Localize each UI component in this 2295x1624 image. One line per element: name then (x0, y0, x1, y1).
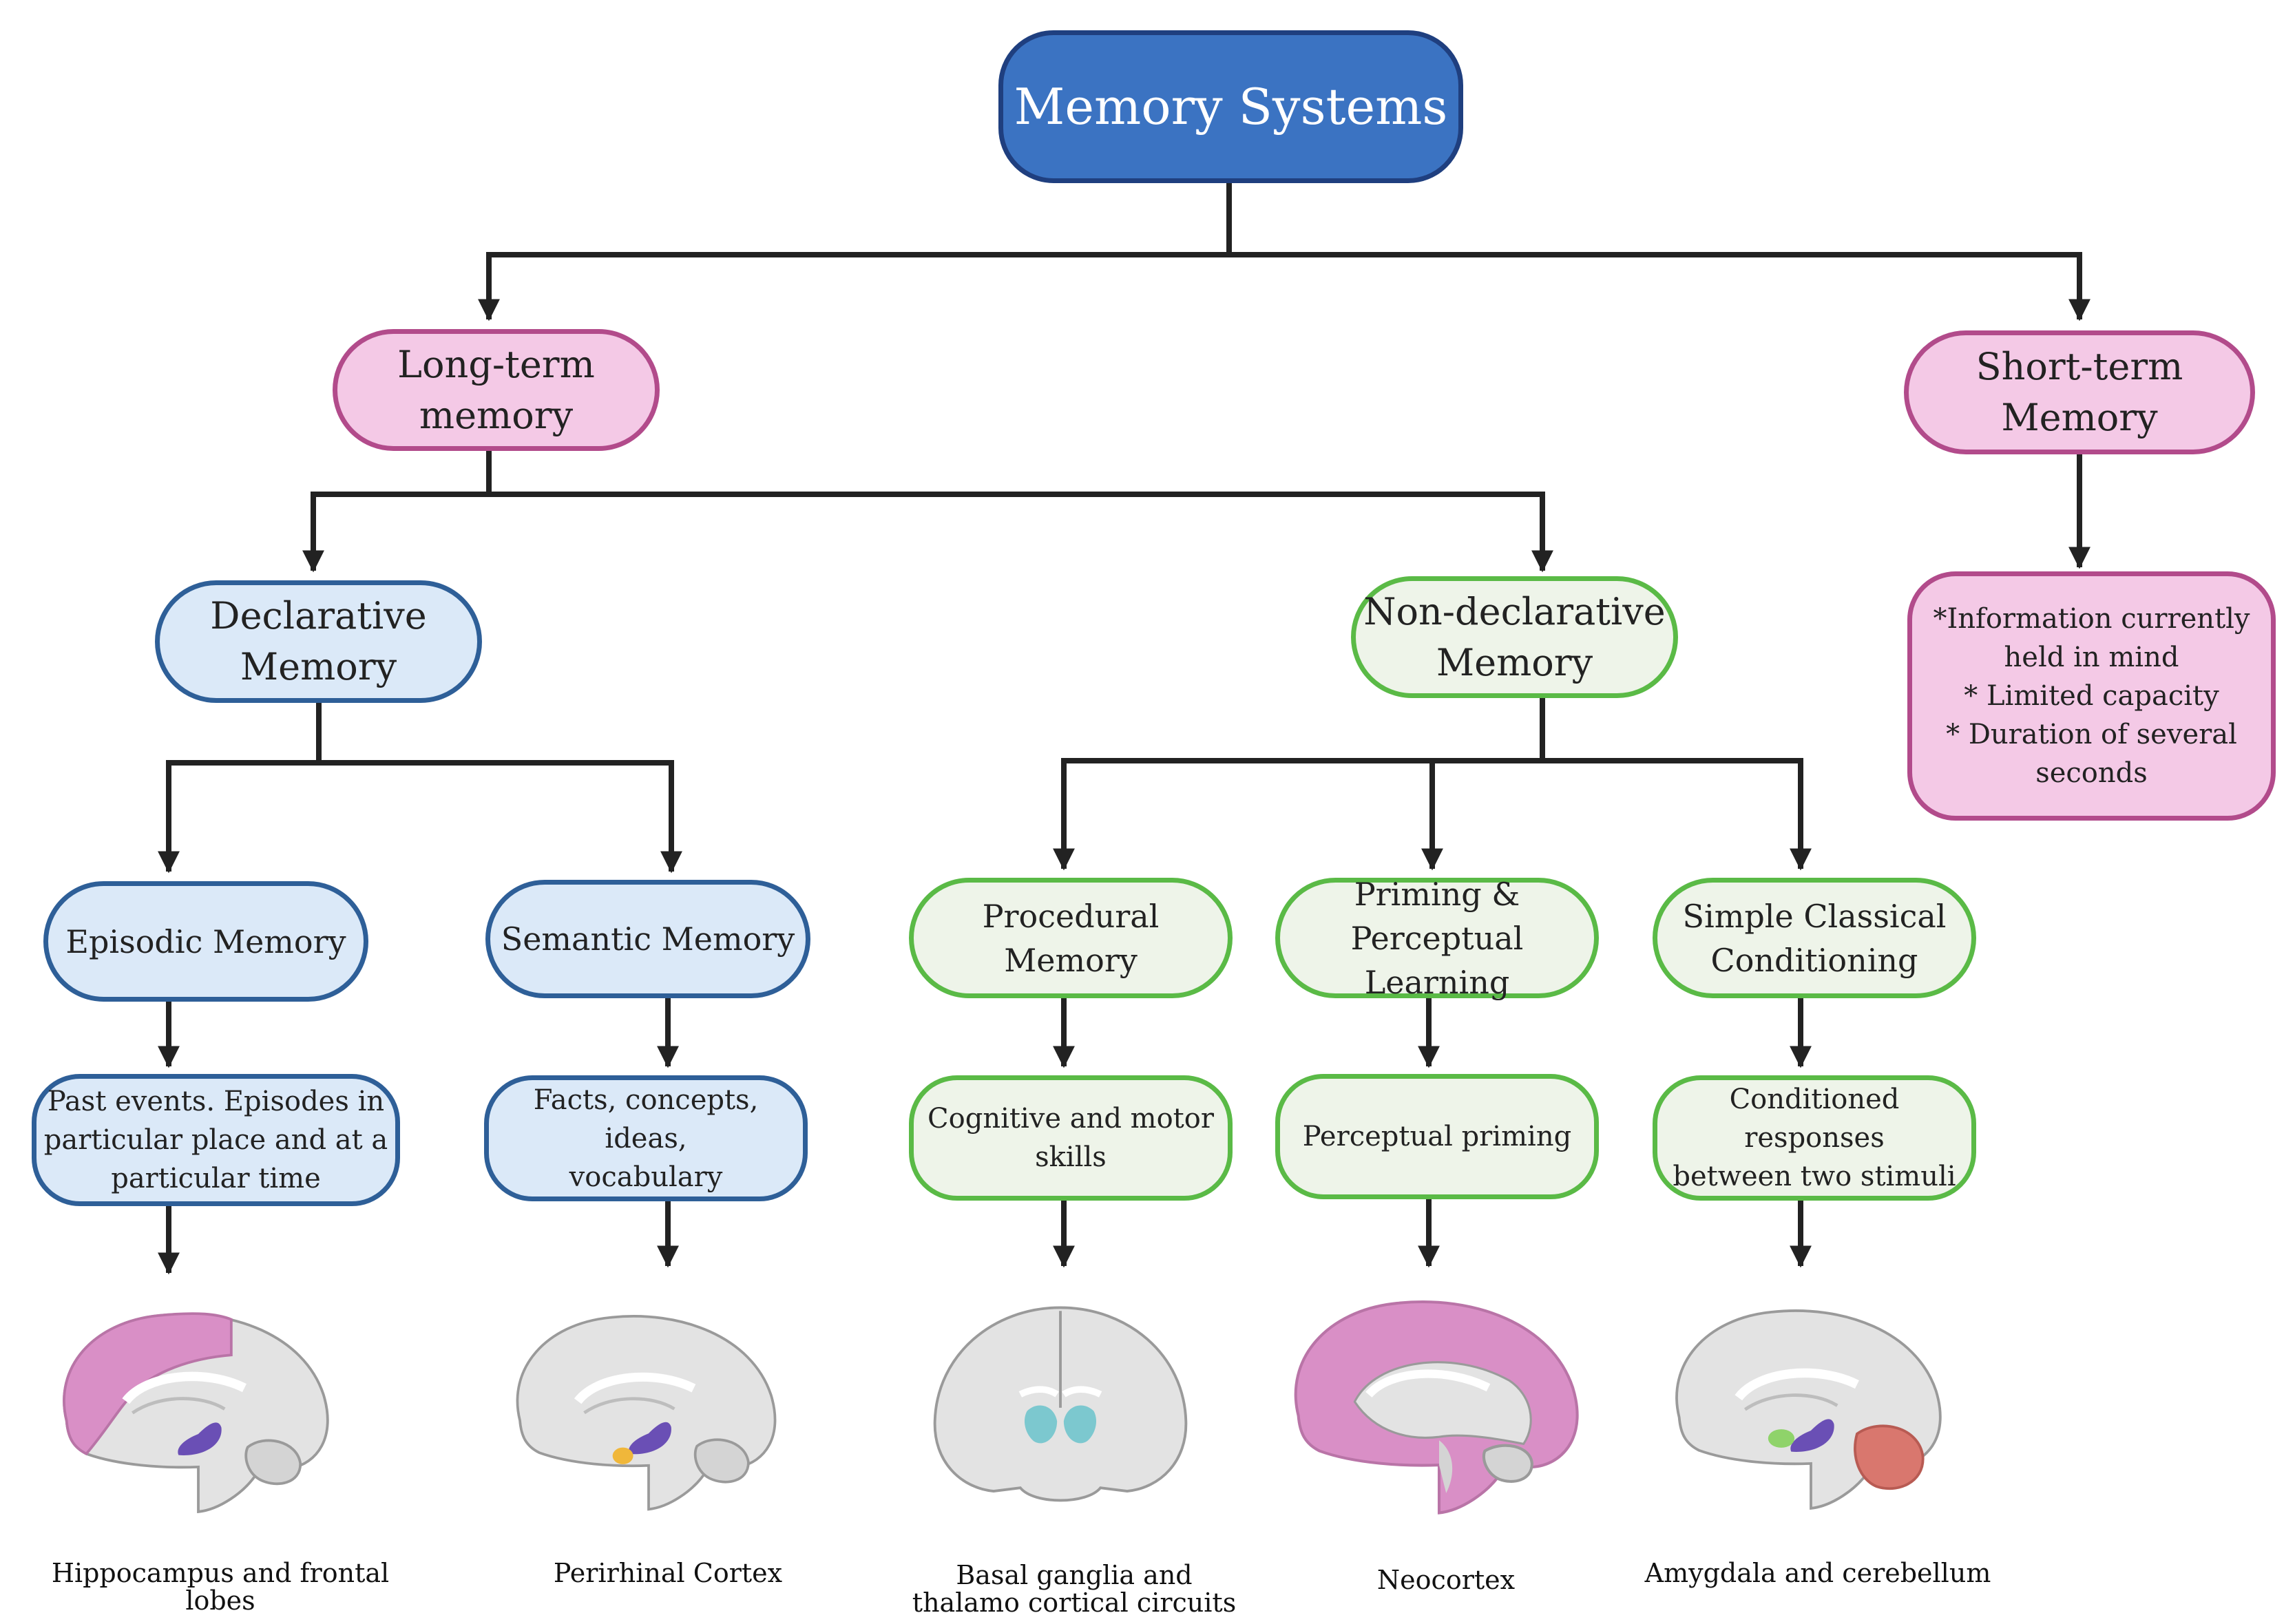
conditioning-region-caption: Amygdala and cerebellum (1644, 1558, 1991, 1588)
declarative-label-line-2: Memory (240, 645, 397, 688)
short-term-memory-node: Short-term Memory (1904, 330, 2255, 454)
priming-label-line-2: Perceptual Learning (1350, 919, 1524, 1001)
simple-classical-conditioning-node: Simple Classical Conditioning (1653, 878, 1976, 998)
procedural-memory-node: Procedural Memory (909, 878, 1233, 998)
priming-desc: Perceptual priming (1302, 1121, 1572, 1152)
brain-hippocampus-frontal-illustration (63, 1312, 329, 1514)
brain-neocortex-illustration (1294, 1300, 1579, 1515)
conditioning-desc-line-1: Conditioned responses (1729, 1084, 1900, 1154)
short-term-notes-node: *Information currently held in mind * Li… (1907, 571, 2276, 821)
procedural-region-line-1: Basal ganglia and (956, 1560, 1193, 1590)
semantic-desc-line-2: vocabulary (569, 1161, 723, 1193)
episodic-memory-label: Episodic Memory (65, 922, 346, 960)
brain-basal-ganglia-illustration (933, 1306, 1188, 1502)
semantic-desc-line-1: Facts, concepts, ideas, (533, 1084, 759, 1154)
short-term-note-line-5: seconds (2035, 757, 2148, 789)
short-term-label-line-2: Memory (2001, 396, 2158, 439)
short-term-note-line-1: *Information currently (1933, 603, 2250, 635)
procedural-region-line-2: thalamo cortical circuits (912, 1588, 1237, 1618)
long-term-label-line-2: memory (419, 393, 574, 437)
semantic-memory-label: Semantic Memory (501, 920, 795, 958)
procedural-description-node: Cognitive and motor skills (909, 1075, 1233, 1201)
memory-systems-label: Memory Systems (1014, 78, 1448, 136)
priming-label-line-1: Priming & (1354, 875, 1520, 913)
episodic-region-caption: Hippocampus and frontal lobes (51, 1558, 390, 1616)
procedural-desc-line-1: Cognitive and motor (928, 1103, 1214, 1135)
long-term-memory-node: Long-term memory (333, 329, 660, 451)
priming-region-caption: Neocortex (1376, 1565, 1516, 1595)
procedural-region-caption: Basal ganglia and thalamo cortical circu… (895, 1561, 1253, 1616)
episodic-description-node: Past events. Episodes in particular plac… (32, 1074, 400, 1206)
procedural-desc-line-2: skills (1035, 1141, 1107, 1173)
conditioning-label-line-2: Conditioning (1710, 941, 1918, 979)
declarative-label-line-1: Declarative (210, 594, 427, 637)
non-declarative-label-line-2: Memory (1436, 640, 1593, 684)
semantic-description-node: Facts, concepts, ideas, vocabulary (484, 1075, 808, 1201)
priming-perceptual-learning-node: Priming & Perceptual Learning (1275, 876, 1599, 1001)
short-term-note-line-3: * Limited capacity (1964, 680, 2219, 712)
priming-description-node: Perceptual priming (1275, 1074, 1599, 1199)
semantic-memory-node: Semantic Memory (485, 880, 810, 998)
short-term-label-line-1: Short-term (1976, 345, 2183, 388)
long-term-label-line-1: Long-term (397, 342, 595, 386)
episodic-desc-line-2: particular place and at a (43, 1124, 388, 1156)
brain-amygdala-cerebellum-illustration (1675, 1309, 1942, 1510)
short-term-note-line-2: held in mind (2004, 642, 2179, 673)
conditioning-description-node: Conditioned responses between two stimul… (1653, 1075, 1976, 1201)
episodic-desc-line-3: particular time (111, 1163, 321, 1194)
procedural-memory-label: Procedural Memory (982, 897, 1160, 979)
non-declarative-label-line-1: Non-declarative (1363, 589, 1666, 633)
episodic-desc-line-1: Past events. Episodes in (47, 1086, 385, 1117)
conditioning-label-line-1: Simple Classical (1682, 897, 1947, 935)
episodic-memory-node: Episodic Memory (43, 881, 368, 1002)
conditioning-desc-line-2: between two stimuli (1673, 1161, 1956, 1192)
semantic-region-caption: Perirhinal Cortex (553, 1558, 783, 1588)
memory-systems-node: Memory Systems (998, 30, 1463, 183)
brain-perirhinal-illustration (516, 1315, 777, 1511)
non-declarative-memory-node: Non-declarative Memory (1351, 576, 1678, 698)
declarative-memory-node: Declarative Memory (155, 580, 482, 703)
short-term-note-line-4: * Duration of several (1946, 719, 2237, 750)
